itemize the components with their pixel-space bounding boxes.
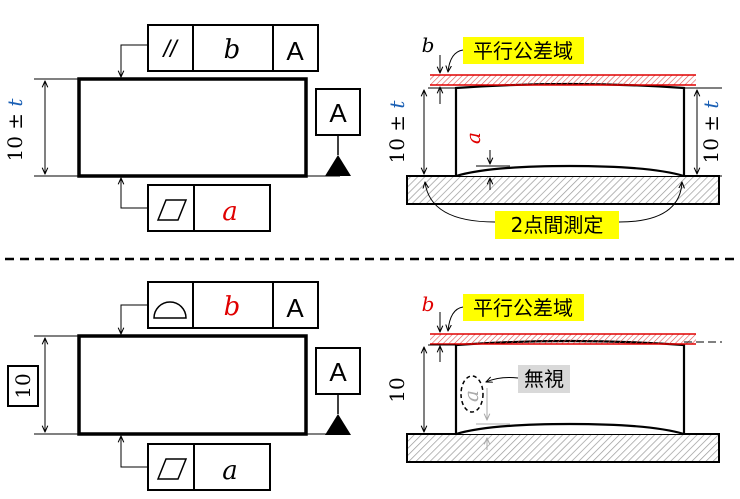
- dimension-right-text: 10 ± t: [699, 100, 723, 164]
- datum-ref-a: A: [286, 293, 304, 323]
- surface-profile-icon: [153, 301, 187, 319]
- tolerance-b: b: [224, 292, 241, 322]
- b-label: b: [422, 33, 435, 57]
- flatness-icon: [156, 199, 188, 221]
- measure-callout-bg: [495, 211, 619, 239]
- datum-ref-a: A: [286, 36, 304, 66]
- parallelism-symbol: //: [161, 36, 179, 63]
- dimension-left-text: 10 ± t: [385, 100, 409, 164]
- svg-text:A: A: [329, 357, 347, 387]
- feature-control-frame-profile: b A: [147, 281, 319, 329]
- datum-surface-plate: [406, 175, 720, 205]
- dimension-boxed-text: 10: [11, 373, 35, 398]
- parallel-tolerance-zone: [430, 334, 696, 344]
- ignore-callout: 無視: [524, 367, 564, 391]
- zone-callout: 平行公差域: [473, 39, 573, 63]
- flatness-icon: [156, 458, 188, 480]
- bottom-left-drawing: 10 b A a A: [7, 281, 361, 491]
- top-right-drawing: b 平行公差域 10 ± t 10 ± t a 2点間測定: [385, 33, 723, 239]
- part-rect: [77, 77, 308, 178]
- svg-text:A: A: [329, 98, 347, 128]
- tolerance-a: a: [222, 456, 238, 486]
- zone-callout-bg: [463, 37, 584, 64]
- zone-callout: 平行公差域: [473, 296, 573, 320]
- tolerance-a: a: [222, 197, 238, 227]
- feature-control-frame-flatness: a: [147, 184, 271, 232]
- datum-symbol-a: A: [315, 347, 361, 435]
- parallel-tolerance-zone: [430, 75, 696, 85]
- zone-callout-bg: [463, 294, 584, 321]
- measure-callout: 2点間測定: [511, 213, 604, 237]
- b-label: b: [422, 292, 435, 316]
- feature-control-frame-flatness: a: [147, 443, 271, 491]
- tolerance-b: b: [224, 35, 241, 65]
- ignored-ellipse: [460, 375, 484, 413]
- basic-dimension-box: [7, 365, 39, 407]
- top-left-drawing: 10 ± t // b A a A: [3, 24, 361, 232]
- a-label: a: [461, 132, 485, 144]
- bottom-right-drawing: b 平行公差域 10 a 無視: [385, 292, 722, 463]
- datum-symbol-a: A: [315, 88, 361, 176]
- part-rect: [77, 334, 308, 436]
- dimension-text: 10 ± t: [3, 98, 27, 162]
- ignore-callout-bg: [518, 365, 570, 393]
- datum-surface-plate: [406, 433, 720, 463]
- a-label: a: [459, 390, 483, 402]
- dimension-text: 10: [385, 377, 409, 402]
- feature-control-frame-parallelism: // b A: [147, 24, 319, 72]
